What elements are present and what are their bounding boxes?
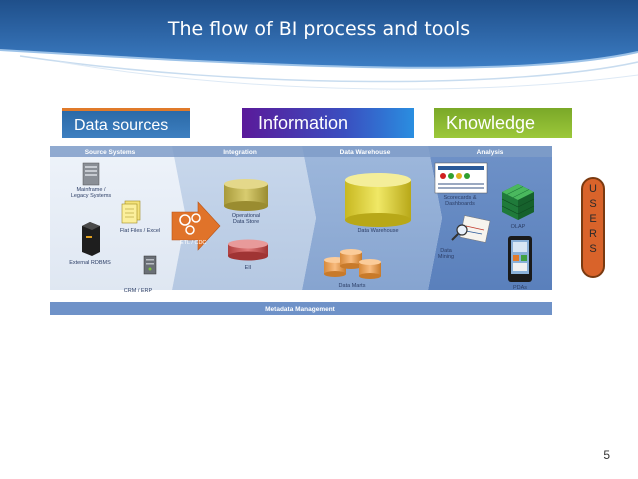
data-warehouse-icon xyxy=(345,173,411,227)
header-integration: Integration xyxy=(223,149,257,156)
users-letter-s: S xyxy=(589,198,597,210)
header-source-systems: Source Systems xyxy=(85,149,136,156)
label-data-marts: Data Marts xyxy=(339,283,366,289)
label-scorecards: Scorecards & xyxy=(443,195,476,201)
crm-erp-icon xyxy=(143,255,157,275)
label-mainframe: Mainframe / xyxy=(76,187,106,193)
data-marts-icon xyxy=(324,249,381,279)
header-data-warehouse: Data Warehouse xyxy=(340,149,391,156)
source-systems-column xyxy=(50,146,186,290)
users-letter-u: U xyxy=(589,183,597,195)
label-pdas: PDAs xyxy=(513,285,527,291)
bi-flow-diagram: Source Systems Integration Data Warehous… xyxy=(50,146,552,315)
label-legacy-systems: Legacy Systems xyxy=(71,193,112,199)
label-metadata-management: Metadata Management xyxy=(265,306,336,313)
banner-background xyxy=(0,0,638,90)
flat-files-icon xyxy=(121,200,141,224)
olap-cube-icon xyxy=(501,184,535,220)
data-sources-band: Data sources xyxy=(62,108,190,138)
metadata-management-bar xyxy=(50,302,552,315)
label-operational: Operational xyxy=(232,213,260,219)
users-letter-s2: S xyxy=(589,243,597,255)
label-eii: EII xyxy=(245,265,252,271)
information-band: Information xyxy=(242,108,414,138)
etl-cdc-arrow xyxy=(171,201,221,251)
header-analysis: Analysis xyxy=(477,149,504,156)
knowledge-band: Knowledge xyxy=(434,108,572,138)
label-etl-cdc: ETL / CDC xyxy=(180,240,206,246)
pda-icon xyxy=(508,236,532,282)
users-box: U S E R S xyxy=(581,177,605,278)
operational-data-store-icon xyxy=(224,179,268,211)
dashboard-icon xyxy=(434,162,488,194)
users-letter-e: E xyxy=(589,213,597,225)
mainframe-icon xyxy=(82,162,100,186)
external-rdbms-icon xyxy=(82,222,100,256)
page-number: 5 xyxy=(603,448,610,462)
label-olap: OLAP xyxy=(511,224,526,230)
label-data-warehouse: Data Warehouse xyxy=(357,228,398,234)
label-flat-files: Flat Files / Excel xyxy=(120,228,160,234)
title-banner: The flow of BI process and tools xyxy=(0,0,638,100)
label-data-store: Data Store xyxy=(233,219,259,225)
label-dashboards: Dashboards xyxy=(445,201,475,207)
integration-column xyxy=(172,146,316,290)
data-mining-icon xyxy=(451,215,491,243)
users-letter-r: R xyxy=(589,228,597,240)
label-external-rdbms: External RDBMS xyxy=(69,260,111,266)
label-data: Data xyxy=(440,248,453,254)
slide-title: The flow of BI process and tools xyxy=(167,18,471,40)
label-mining: Mining xyxy=(438,254,454,260)
eii-icon xyxy=(228,239,268,261)
label-crm-erp: CRM / ERP xyxy=(124,288,153,294)
